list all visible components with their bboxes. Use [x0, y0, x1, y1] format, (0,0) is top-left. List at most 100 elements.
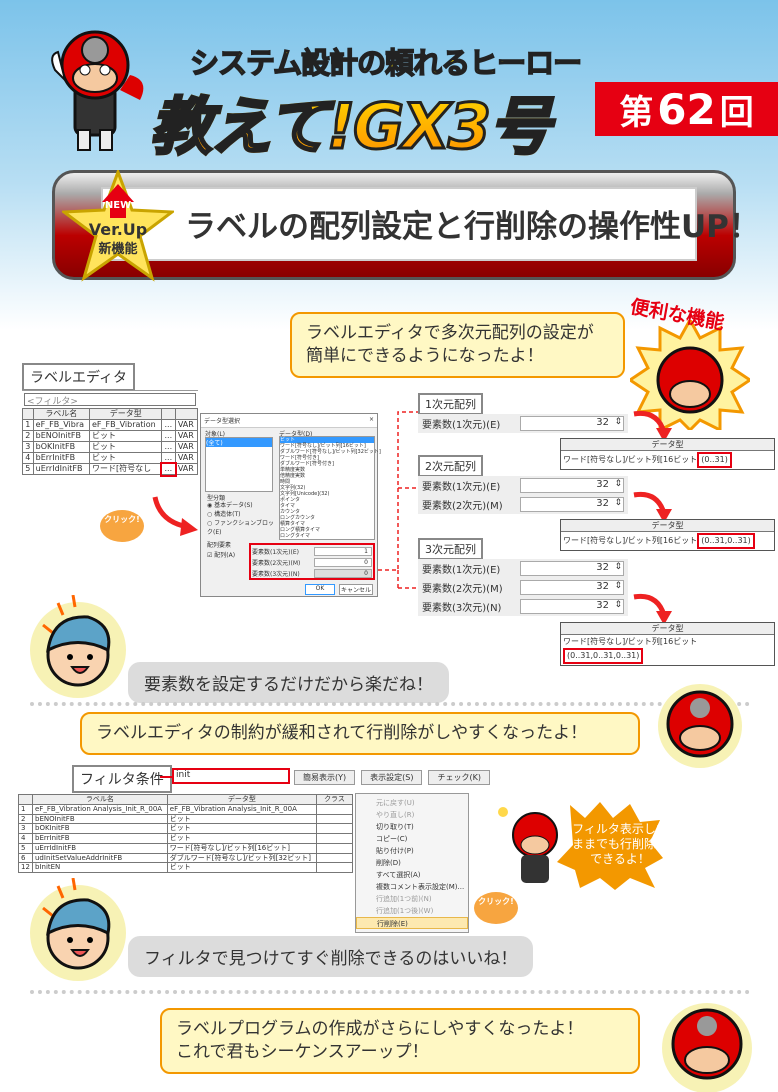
- table-cell: 1: [18, 803, 33, 815]
- column-header: データ型: [88, 408, 163, 420]
- dim-field[interactable]: 0: [314, 558, 372, 567]
- type-option[interactable]: ロング積算タイマ: [280, 527, 321, 533]
- dimension-label: 要素数(2次元)(M): [422, 501, 503, 512]
- target-list[interactable]: (全て): [205, 437, 273, 492]
- dim-field[interactable]: 0: [314, 569, 372, 578]
- dimension-row: 要素数(1次元)(E)32: [418, 476, 628, 495]
- type-option[interactable]: 文字列[Unicode](32): [280, 491, 330, 497]
- array-range: (0..31,0..31,0..31): [563, 648, 644, 664]
- table-cell[interactable]: ...: [159, 461, 178, 477]
- dimension-label: 要素数(1次元)(E): [422, 565, 501, 576]
- speech-line: 簡単にできるようになったよ！: [306, 345, 544, 366]
- data-type-header: データ型: [561, 520, 774, 532]
- table-cell[interactable]: ...: [161, 441, 176, 453]
- type-option[interactable]: ポインタ: [280, 497, 301, 503]
- hero-speech-line: ままでも行削除が: [571, 837, 668, 851]
- menu-item[interactable]: やり直し(R): [376, 811, 415, 819]
- toolbar-button[interactable]: チェック(K): [428, 770, 490, 785]
- table-cell: eF_FB_Vibration: [88, 419, 163, 431]
- table-cell: 3: [22, 441, 34, 453]
- type-option[interactable]: ワード[符号なし]/ビット列[16ビット]: [280, 443, 366, 449]
- type-option[interactable]: ダブルワード[符号なし]/ビット列[32ビット]: [280, 449, 381, 455]
- table-cell: eF_FB_Vibration Analysis_Init_R_00A: [32, 803, 168, 815]
- type-option[interactable]: タイマ: [280, 503, 296, 509]
- table-cell: 5: [22, 463, 34, 475]
- table-cell[interactable]: ...: [161, 430, 176, 442]
- ok-button[interactable]: OK: [305, 584, 335, 595]
- type-option[interactable]: 倍精度実数: [280, 473, 306, 479]
- menu-item[interactable]: コピー(C): [376, 835, 408, 843]
- kind-radio[interactable]: ○ 構造体(T): [207, 511, 241, 518]
- type-option[interactable]: ワード[符号付き]: [280, 455, 319, 461]
- table-cell: VAR: [174, 441, 199, 453]
- menu-item[interactable]: 複数コメント表示設定(M)...: [376, 883, 465, 891]
- table-cell[interactable]: ...: [161, 419, 176, 431]
- toolbar-button[interactable]: 簡易表示(Y): [294, 770, 356, 785]
- type-list[interactable]: ビットワード[符号なし]/ビット列[16ビット]ダブルワード[符号なし]/ビット…: [279, 436, 381, 540]
- close-button[interactable]: ×: [368, 416, 374, 423]
- closing-bubble: ラベルプログラムの作成がさらにしやすくなったよ！ これで君もシーケンスアーップ！: [160, 1008, 640, 1074]
- kind-radio-label: 構造体(T): [214, 511, 241, 518]
- type-option[interactable]: 単精度実数: [280, 467, 306, 473]
- table-cell: ビット: [88, 452, 163, 464]
- column-header: [18, 794, 33, 805]
- menu-item[interactable]: 行削除(E): [356, 917, 468, 929]
- toolbar-button[interactable]: 表示設定(S): [361, 770, 423, 785]
- filter-input[interactable]: init: [172, 768, 290, 784]
- menu-item[interactable]: 行追加(1つ前)(N): [376, 895, 432, 903]
- dimension-field[interactable]: 32: [520, 497, 624, 512]
- menu-item[interactable]: 切り取り(T): [376, 823, 414, 831]
- array-range: (0..31,0..31): [697, 533, 755, 549]
- column-header: ラベル名: [32, 794, 168, 805]
- filter-input[interactable]: <フィルタ>: [24, 393, 196, 407]
- type-option[interactable]: ビット: [280, 437, 374, 443]
- dimension-field[interactable]: 32: [520, 478, 624, 493]
- dimension-field[interactable]: 32: [520, 599, 624, 614]
- menu-item[interactable]: すべて選択(A): [376, 871, 421, 879]
- type-option[interactable]: ロングカウンタ: [280, 515, 316, 521]
- table-cell: eF_FB_Vibra: [32, 419, 90, 431]
- type-option[interactable]: ダブルワード[符号付き]: [280, 461, 334, 467]
- menu-item[interactable]: 行追加(1つ後)(W): [376, 907, 434, 915]
- table-cell: ビット: [166, 823, 318, 834]
- cancel-button[interactable]: キャンセル: [339, 584, 373, 595]
- table-cell: 2: [18, 813, 33, 825]
- speech-line: ラベルエディタで多次元配列の設定が: [306, 323, 594, 343]
- boy-face-icon: [30, 595, 126, 698]
- target-item[interactable]: (全て): [206, 438, 272, 447]
- dimension-field[interactable]: 32: [520, 416, 624, 431]
- data-type-value: ワード[符号なし]/ビット列[16ビット: [563, 536, 698, 545]
- data-type-header: データ型: [561, 623, 774, 635]
- kind-radios[interactable]: ◉ 基本データ(S) ○ 構造体(T) ○ ファンクションブロック(E): [207, 501, 275, 537]
- type-option[interactable]: 積算タイマ: [280, 521, 306, 527]
- type-option[interactable]: ロングタイマ: [280, 533, 311, 539]
- dimension-field[interactable]: 32: [520, 561, 624, 576]
- dim-field[interactable]: 1: [314, 547, 372, 556]
- menu-item[interactable]: 元に戻す(U): [376, 799, 415, 807]
- array-checkbox[interactable]: ☑ 配列(A): [207, 552, 236, 559]
- type-option[interactable]: 文字列(32): [280, 485, 306, 491]
- type-option[interactable]: 時間: [280, 479, 291, 485]
- table-cell[interactable]: ...: [161, 452, 176, 464]
- kind-radio[interactable]: ◉ 基本データ(S): [207, 502, 253, 509]
- type-option[interactable]: カウンタ: [280, 509, 301, 515]
- menu-item[interactable]: 削除(D): [376, 859, 401, 867]
- menu-item[interactable]: 貼り付け(P): [376, 847, 414, 855]
- kind-radio[interactable]: ○ ファンクションブロック(E): [207, 520, 274, 536]
- divider: [30, 702, 750, 706]
- feature-badge: 便利な機能: [629, 296, 770, 430]
- dimension-field[interactable]: 32: [520, 580, 624, 595]
- column-header: クラス: [316, 794, 353, 805]
